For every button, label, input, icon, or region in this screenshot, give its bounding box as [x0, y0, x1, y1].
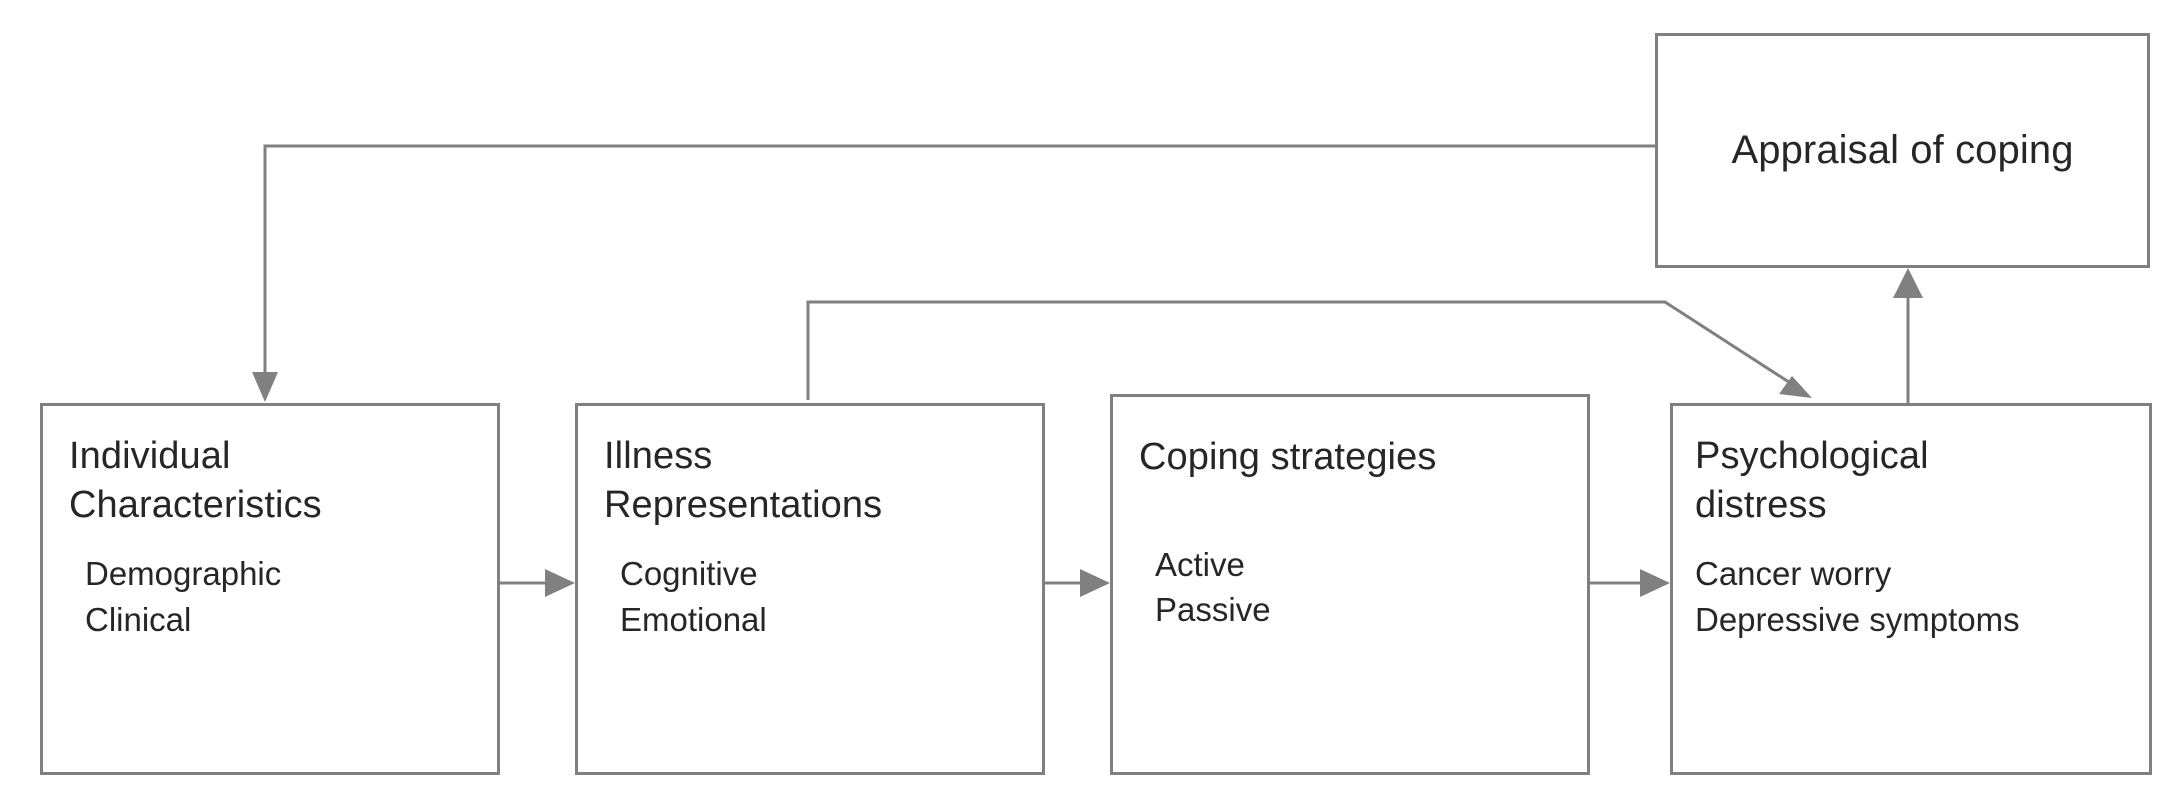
node-psychological-distress-title: Psychological distress: [1695, 435, 1929, 526]
sub-item: Demographic: [85, 555, 282, 593]
node-individual-characteristics[interactable]: Individual Characteristics Demographic C…: [40, 403, 500, 775]
node-psychological-distress-subitems: Cancer worry Depressive symptoms: [1695, 551, 2133, 642]
node-appraisal-of-coping[interactable]: Appraisal of coping: [1655, 33, 2150, 268]
node-coping-strategies-body: Coping strategies Active Passive: [1139, 433, 1571, 633]
edge-individual-to-illness: [500, 569, 575, 597]
sub-item: Passive: [1155, 591, 1271, 629]
node-individual-characteristics-body: Individual Characteristics Demographic C…: [69, 432, 481, 642]
edge-coping-to-distress: [1590, 569, 1670, 597]
node-psychological-distress-body: Psychological distress Cancer worry Depr…: [1695, 432, 2133, 642]
sub-item: Cancer worry: [1695, 555, 1892, 593]
node-illness-representations[interactable]: Illness Representations Cognitive Emotio…: [575, 403, 1045, 775]
node-illness-representations-subitems: Cognitive Emotional: [620, 551, 1026, 642]
sub-item: Cognitive: [620, 555, 758, 593]
node-individual-characteristics-title: Individual Characteristics: [69, 435, 322, 526]
node-appraisal-of-coping-title: Appraisal of coping: [1731, 127, 2074, 172]
edge-illness-to-distress: [806, 300, 1812, 400]
sub-item: Clinical: [85, 600, 192, 638]
sub-item: Emotional: [620, 600, 767, 638]
node-individual-characteristics-subitems: Demographic Clinical: [85, 551, 481, 642]
node-illness-representations-body: Illness Representations Cognitive Emotio…: [604, 432, 1026, 642]
node-coping-strategies-subitems: Active Passive: [1155, 542, 1571, 633]
node-coping-strategies-title: Coping strategies: [1139, 436, 1437, 478]
edge-illness-to-coping: [1045, 569, 1110, 597]
node-psychological-distress[interactable]: Psychological distress Cancer worry Depr…: [1670, 403, 2152, 775]
node-illness-representations-title: Illness Representations: [604, 435, 883, 526]
edge-distress-to-appraisal: [1893, 268, 1923, 403]
sub-item: Active: [1155, 545, 1245, 583]
node-appraisal-of-coping-body: Appraisal of coping: [1658, 36, 2147, 265]
edge-appraisal-to-individual: [252, 144, 1655, 402]
node-coping-strategies[interactable]: Coping strategies Active Passive: [1110, 394, 1590, 775]
sub-item: Depressive symptoms: [1695, 600, 2020, 638]
